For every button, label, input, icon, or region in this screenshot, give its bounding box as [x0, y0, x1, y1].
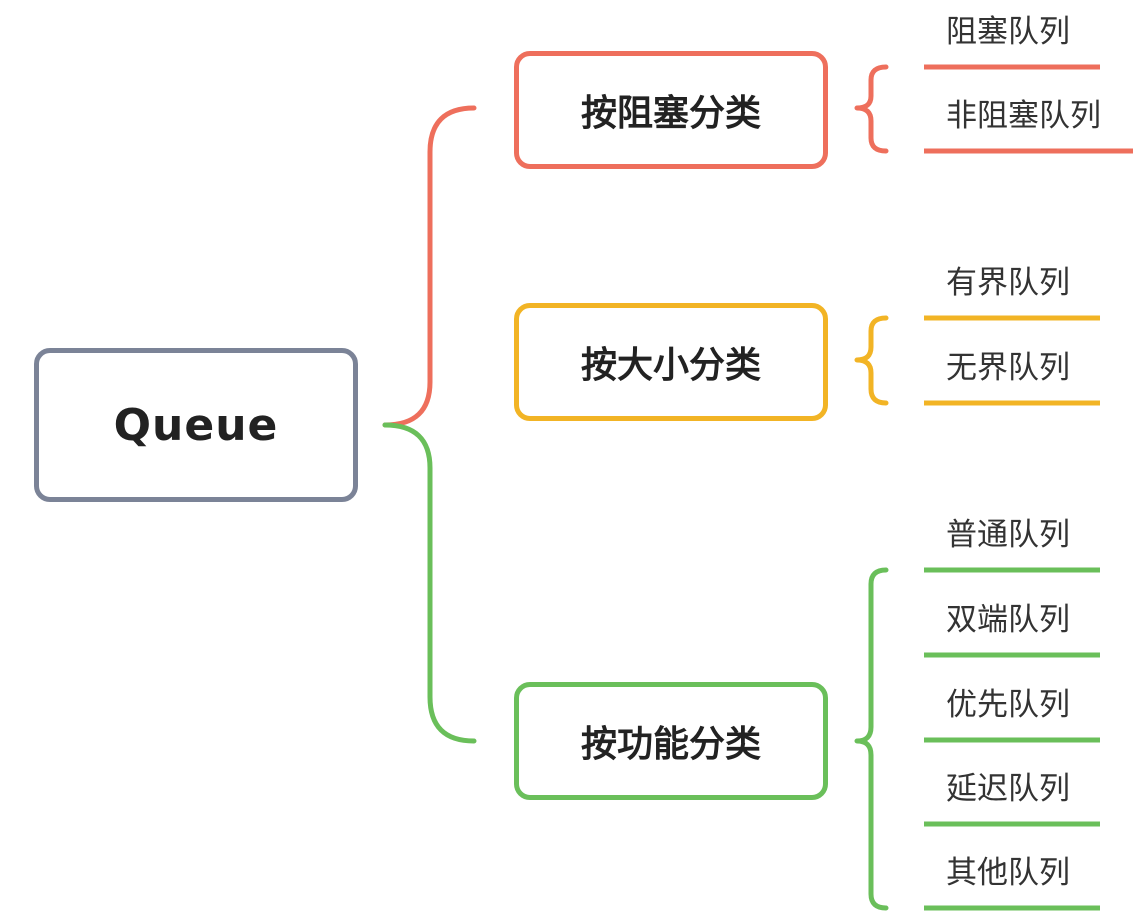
category-node-blocking: 按阻塞分类: [514, 51, 828, 169]
category-1-brace: [854, 315, 889, 406]
category-node-function: 按功能分类: [514, 682, 828, 800]
leaf-unbounded-queue: 无界队列: [946, 350, 1070, 386]
category-node-size: 按大小分类: [514, 303, 828, 421]
category-2-brace: [854, 567, 889, 911]
leaf-delay-queue: 延迟队列: [946, 771, 1070, 807]
category-0-brace: [854, 64, 889, 154]
category-label: 按大小分类: [580, 345, 761, 386]
category-label: 按功能分类: [580, 724, 761, 765]
leaf-blocking-queue: 阻塞队列: [946, 14, 1070, 50]
leaf-non-blocking-queue: 非阻塞队列: [946, 98, 1101, 134]
root-brace-bottom: [382, 422, 477, 744]
root-brace-top: [382, 105, 477, 428]
leaf-bounded-queue: 有界队列: [946, 265, 1070, 301]
root-node: Queue: [34, 348, 358, 502]
leaf-deque: 双端队列: [946, 602, 1070, 638]
leaf-other-queue: 其他队列: [946, 855, 1070, 891]
root-label: Queue: [113, 399, 279, 451]
category-label: 按阻塞分类: [580, 93, 761, 134]
leaf-normal-queue: 普通队列: [946, 517, 1070, 553]
leaf-priority-queue: 优先队列: [946, 687, 1070, 723]
